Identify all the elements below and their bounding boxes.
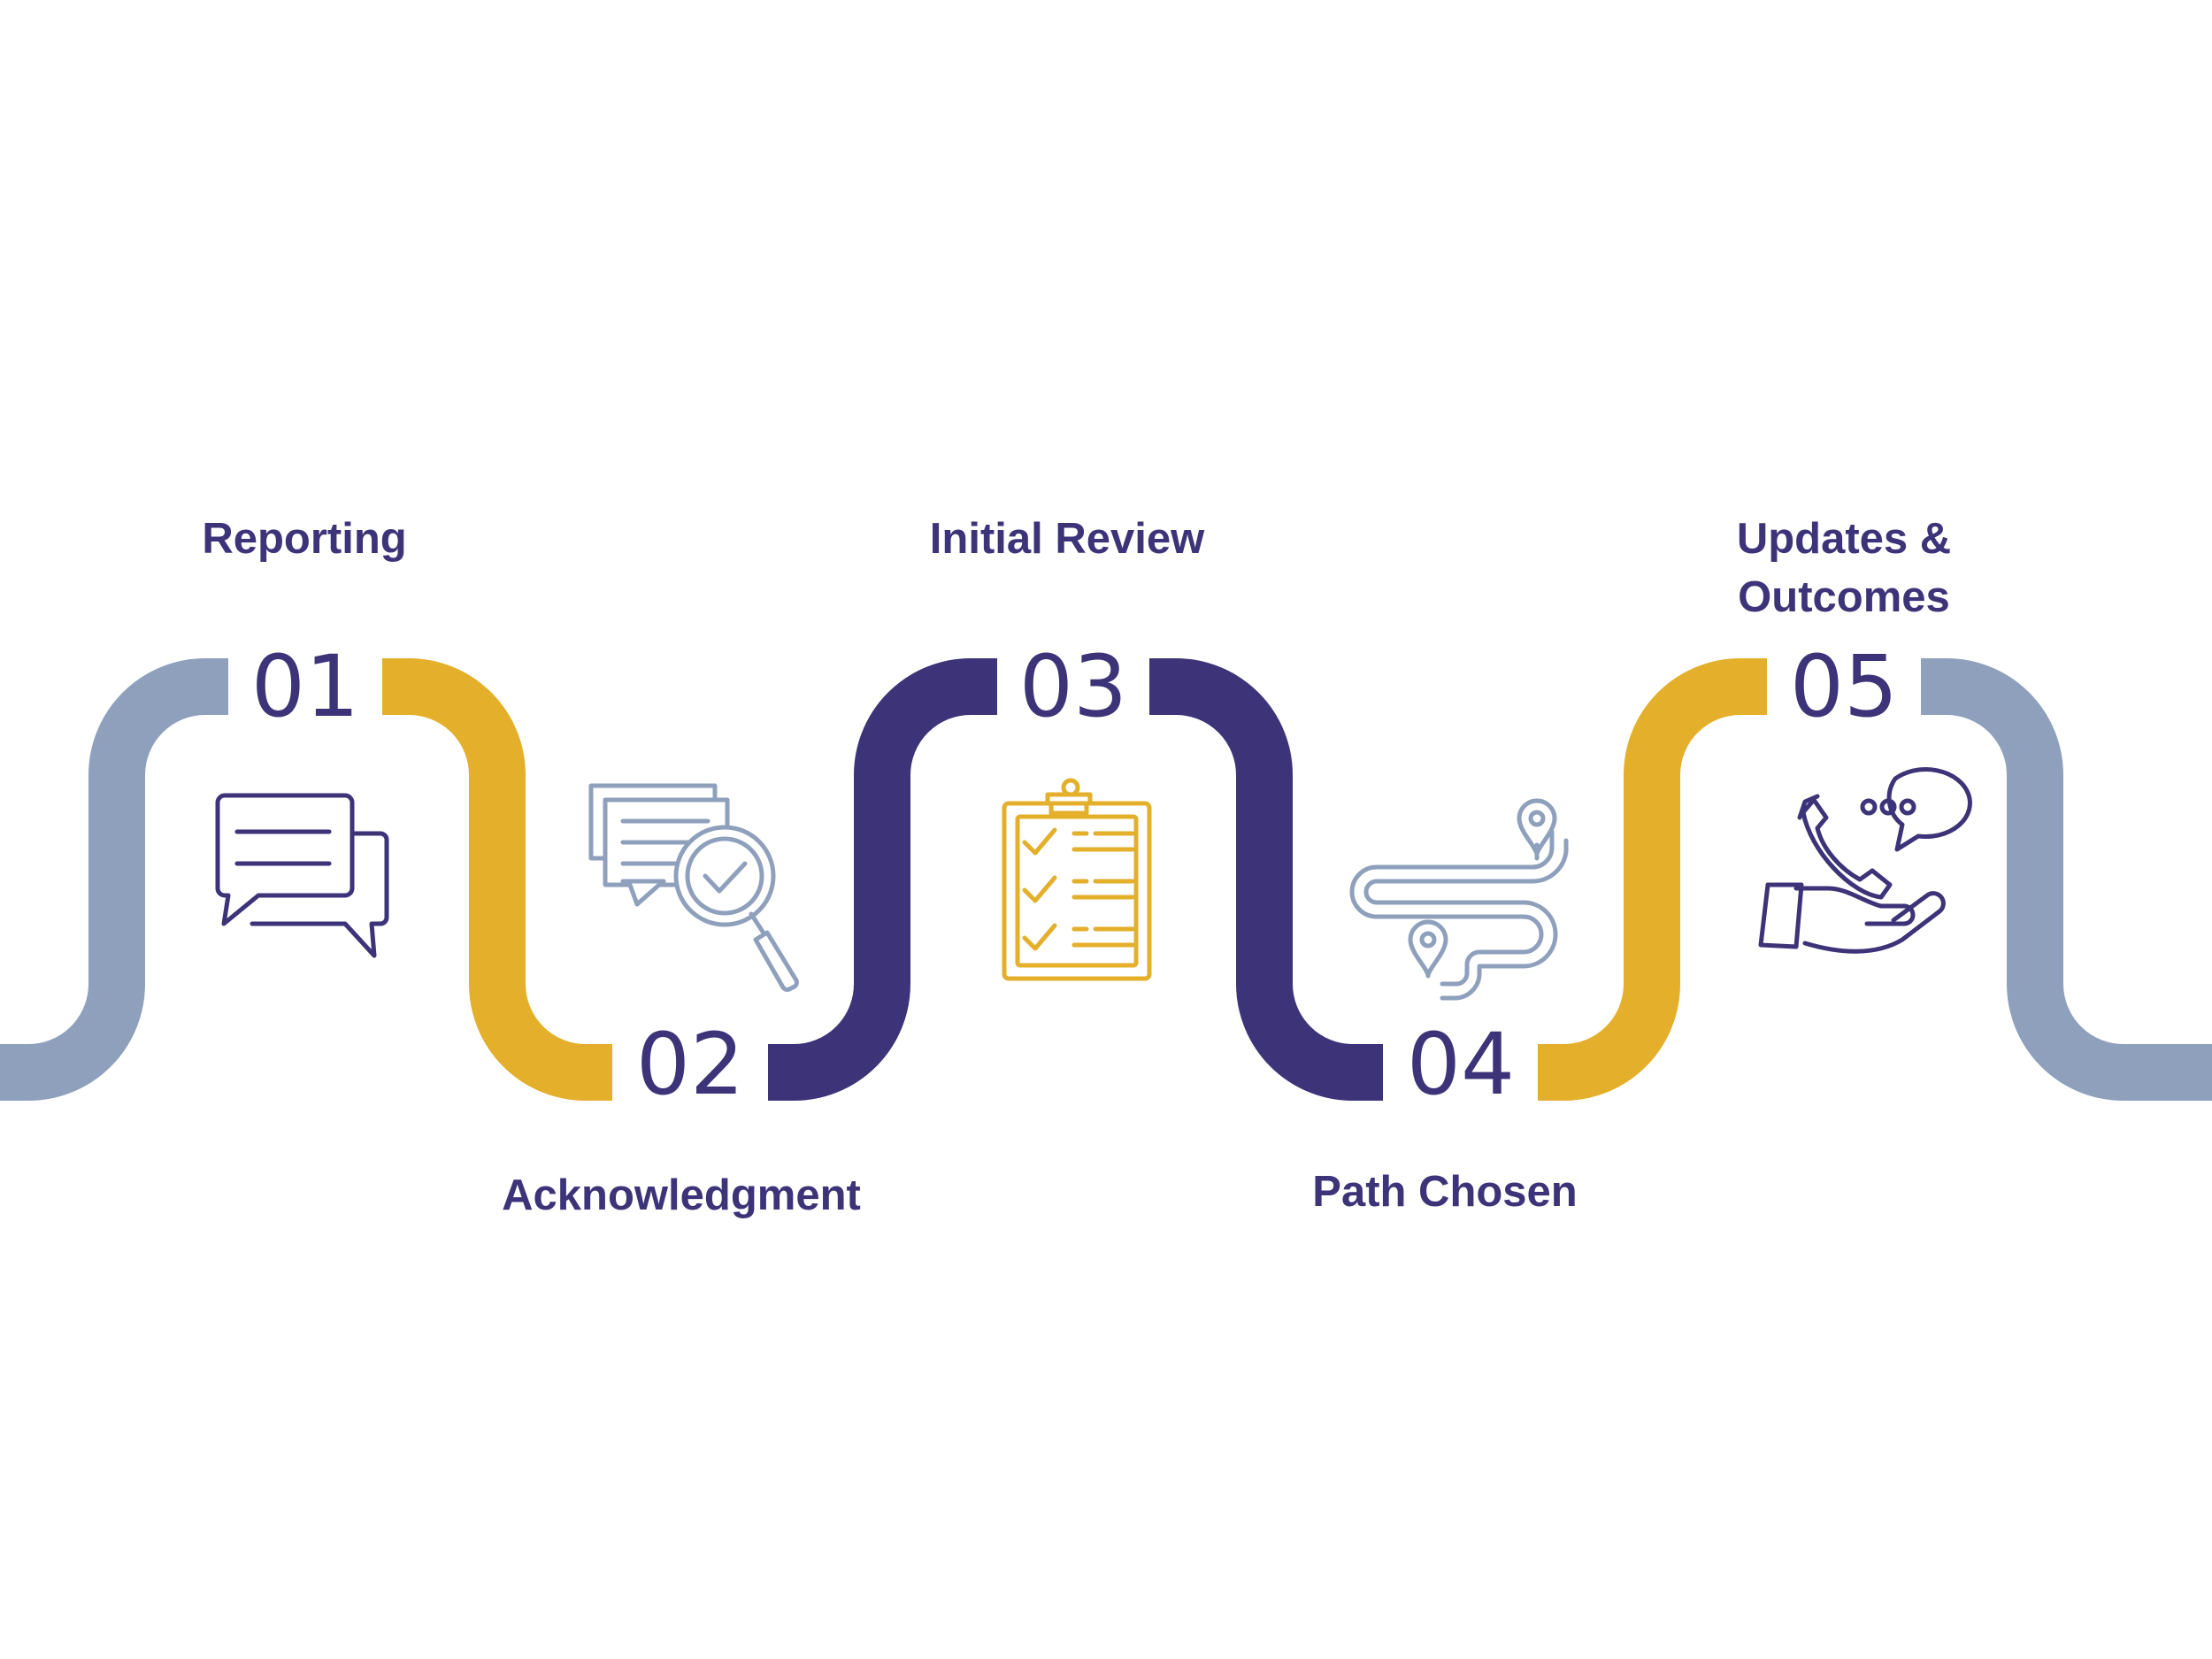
step-1-title: Reporting	[202, 515, 407, 563]
flow-segment-1	[0, 658, 228, 1101]
flow-segment-5	[1538, 658, 1767, 1101]
route-map-pins-icon	[1349, 798, 1569, 1001]
step-3-number: 03	[1018, 637, 1128, 736]
clipboard-checklist-icon	[1002, 778, 1152, 981]
step-5-title: Updates & Outcomes	[1736, 515, 1952, 621]
step-2-number: 02	[635, 1015, 745, 1114]
step-3-title: Initial Review	[929, 515, 1205, 563]
step-1-number: 01	[250, 637, 360, 736]
step-4-title: Path Chosen	[1312, 1168, 1578, 1216]
step-4-number: 04	[1406, 1015, 1516, 1114]
document-magnifier-check-icon	[588, 783, 799, 992]
step-2-title: Acknowledgment	[502, 1171, 861, 1219]
flow-segment-3	[768, 658, 997, 1101]
flow-segment-2	[382, 658, 612, 1101]
flow-segment-4	[1149, 658, 1383, 1101]
chat-bubbles-icon	[215, 793, 389, 958]
hand-phone-chat-icon	[1758, 767, 1972, 954]
step-5-number: 05	[1789, 637, 1899, 736]
flow-segment-6	[1921, 658, 2212, 1101]
